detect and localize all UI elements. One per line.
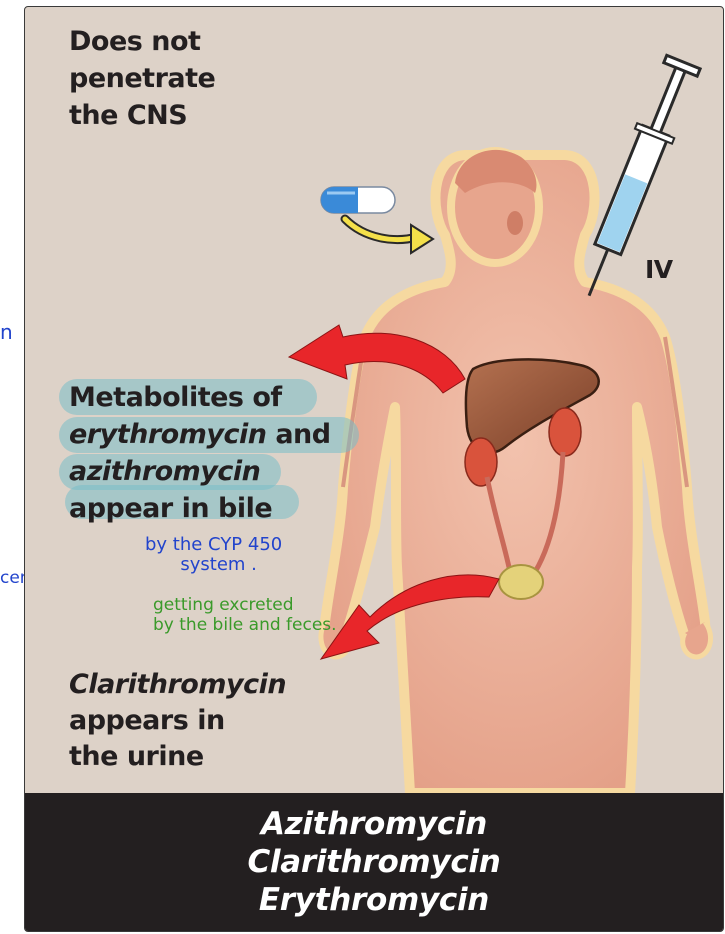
figure-panel: Does not penetrate the CNS IV Metabolite…	[24, 6, 724, 932]
cyp-annotation: by the CYP 450 system .	[145, 535, 282, 575]
drug-list-footer: Azithromycin Clarithromycin Erythromycin	[25, 793, 723, 931]
margin-annotation-top: n	[0, 322, 13, 342]
human-body	[321, 150, 711, 793]
pill-capsule-icon	[321, 187, 395, 213]
footer-drug: Azithromycin	[261, 805, 487, 843]
cns-label: Does not penetrate the CNS	[69, 23, 215, 134]
excretion-annotation: getting excreted by the bile and feces.	[153, 595, 337, 635]
bladder-icon	[499, 565, 543, 599]
iv-label: IV	[645, 255, 673, 284]
footer-drug: Clarithromycin	[247, 843, 500, 881]
footer-drug: Erythromycin	[259, 881, 489, 919]
metabolites-label: Metabolites of erythromycin and azithrom…	[69, 379, 331, 527]
clarithromycin-label: Clarithromycin appears in the urine	[69, 667, 286, 775]
